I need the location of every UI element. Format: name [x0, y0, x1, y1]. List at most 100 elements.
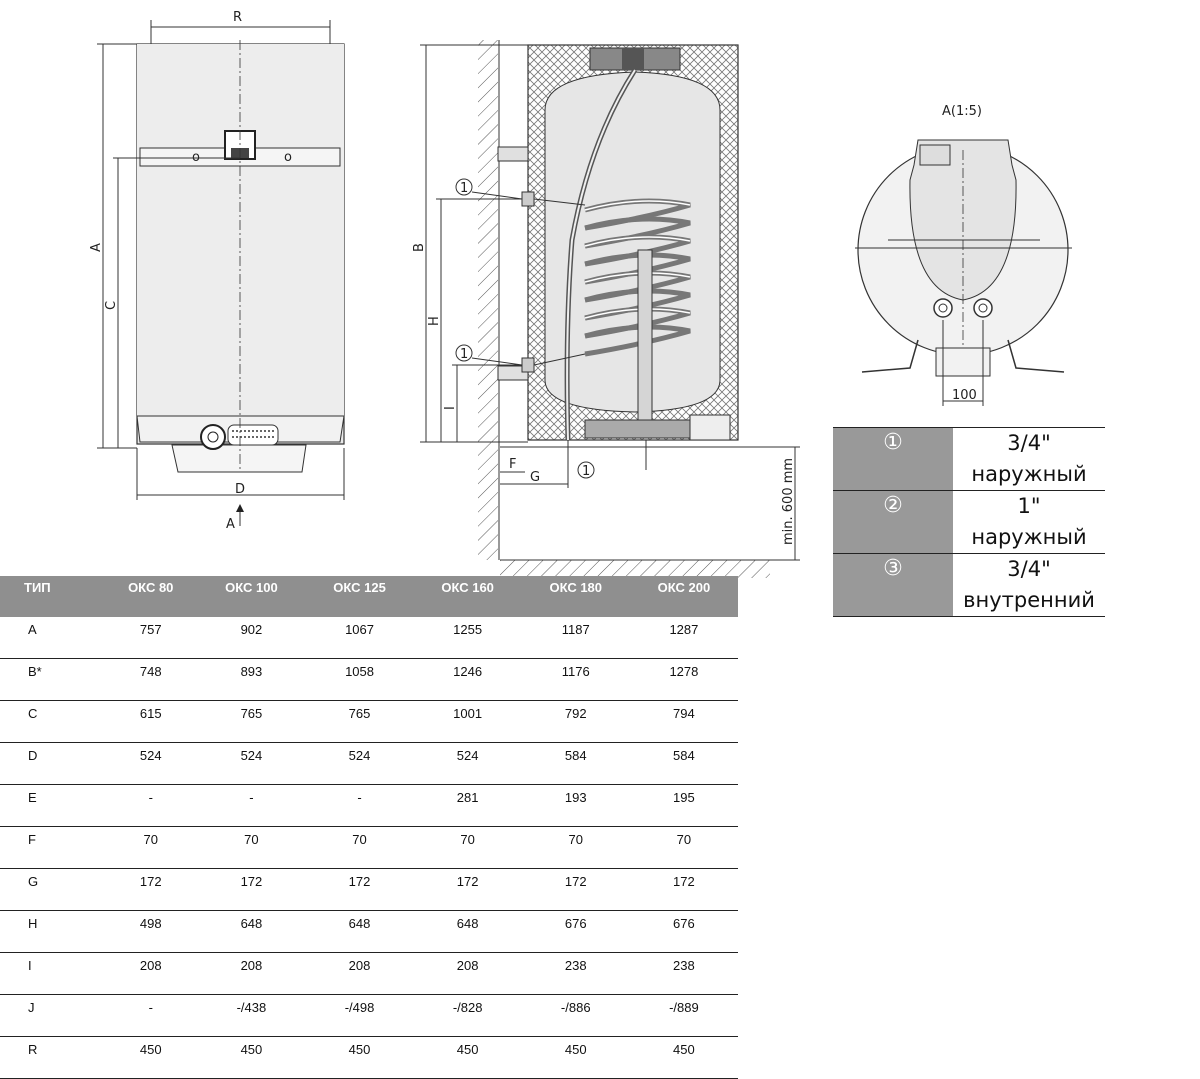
marker-top: 1	[460, 181, 468, 196]
detail-view-drawing: A(1:5) 100	[855, 104, 1072, 406]
table-cell: 450	[104, 1036, 198, 1079]
table-cell: 757	[104, 617, 198, 659]
connection-description: 1" наружный	[953, 490, 1105, 554]
table-cell: 208	[104, 952, 198, 995]
connection-description: 3/4"наружный	[953, 427, 1105, 491]
table-cell: 524	[197, 742, 306, 785]
table-cell: 450	[629, 1036, 738, 1079]
table-cell: 1246	[413, 658, 522, 701]
table-cell: 193	[521, 784, 630, 827]
table-cell: 208	[413, 952, 522, 995]
connection-description: 3/4"внутренний	[953, 553, 1105, 617]
connection-type: наружный	[971, 462, 1087, 486]
table-cell: 1001	[413, 700, 522, 743]
floor-hatch	[500, 560, 770, 578]
detail-view-title: A(1:5)	[942, 104, 982, 119]
table-cell: 765	[197, 700, 306, 743]
connection-symbol: ①	[833, 427, 953, 491]
connection-symbol: ③	[833, 553, 953, 617]
table-row: J--/438-/498-/828-/886-/889	[0, 994, 738, 1037]
table-cell: 70	[629, 826, 738, 869]
row-label: F	[0, 826, 105, 869]
row-label: D	[0, 742, 105, 785]
table-cell: -	[305, 784, 414, 827]
table-cell: 172	[104, 868, 198, 911]
side-dim-b-label: B	[412, 243, 427, 252]
table-cell: 524	[413, 742, 522, 785]
front-dim-c-label: C	[104, 301, 119, 310]
row-label: I	[0, 952, 105, 995]
header-model: ОКС 180	[521, 576, 630, 617]
view-arrow-label: A	[226, 517, 235, 532]
table-cell: 70	[521, 826, 630, 869]
side-dim-g-label: G	[530, 470, 540, 485]
detail-dim-100-label: 100	[952, 388, 977, 403]
table-cell: 172	[197, 868, 306, 911]
table-cell: 765	[305, 700, 414, 743]
table-cell: -/438	[197, 994, 306, 1037]
front-view-drawing: R o o A C D A	[89, 10, 345, 532]
front-dim-d-label: D	[235, 482, 245, 497]
table-cell: 172	[305, 868, 414, 911]
table-cell: 450	[197, 1036, 306, 1079]
table-cell: 893	[197, 658, 306, 701]
table-cell: 524	[305, 742, 414, 785]
header-type: ТИП	[0, 576, 105, 617]
connection-type: наружный	[971, 525, 1087, 549]
marker-middle: 1	[460, 347, 468, 362]
table-cell: -/886	[521, 994, 630, 1037]
row-label: H	[0, 910, 105, 953]
svg-text:o: o	[284, 150, 292, 165]
header-model: ОКС 80	[104, 576, 198, 617]
row-label: C	[0, 700, 105, 743]
table-cell: 1176	[521, 658, 630, 701]
table-cell: 615	[104, 700, 198, 743]
table-cell: 208	[197, 952, 306, 995]
table-cell: 902	[197, 617, 306, 659]
table-cell: 281	[413, 784, 522, 827]
table-cell: 450	[413, 1036, 522, 1079]
table-cell: 498	[104, 910, 198, 953]
table-cell: 524	[104, 742, 198, 785]
table-cell: 238	[629, 952, 738, 995]
connection-size: 3/4"	[1007, 557, 1051, 581]
header-model: ОКС 125	[305, 576, 414, 617]
front-dim-r-label: R	[233, 10, 242, 25]
row-label: J	[0, 994, 105, 1037]
table-cell: 1287	[629, 617, 738, 659]
row-label: B*	[0, 658, 105, 701]
header-model: ОКС 100	[197, 576, 306, 617]
table-cell: 70	[413, 826, 522, 869]
table-cell: 1278	[629, 658, 738, 701]
connection-size: 1"	[1017, 494, 1041, 518]
table-cell: -	[104, 784, 198, 827]
table-cell: 70	[104, 826, 198, 869]
table-cell: 648	[197, 910, 306, 953]
table-cell: 1058	[305, 658, 414, 701]
table-cell: -/828	[413, 994, 522, 1037]
wall-hatch	[478, 40, 498, 560]
marker-bottom: 1	[582, 464, 590, 479]
table-cell: 172	[629, 868, 738, 911]
table-cell: 172	[521, 868, 630, 911]
table-cell: 792	[521, 700, 630, 743]
row-label: E	[0, 784, 105, 827]
side-dim-i-label: I	[443, 406, 458, 410]
side-section-drawing: B H I F G 1 1 1 min. 600 mm	[412, 40, 800, 578]
table-cell: 70	[305, 826, 414, 869]
table-cell: -/498	[305, 994, 414, 1037]
side-dim-f-label: F	[509, 457, 516, 472]
table-cell: 1067	[305, 617, 414, 659]
table-cell: 794	[629, 700, 738, 743]
